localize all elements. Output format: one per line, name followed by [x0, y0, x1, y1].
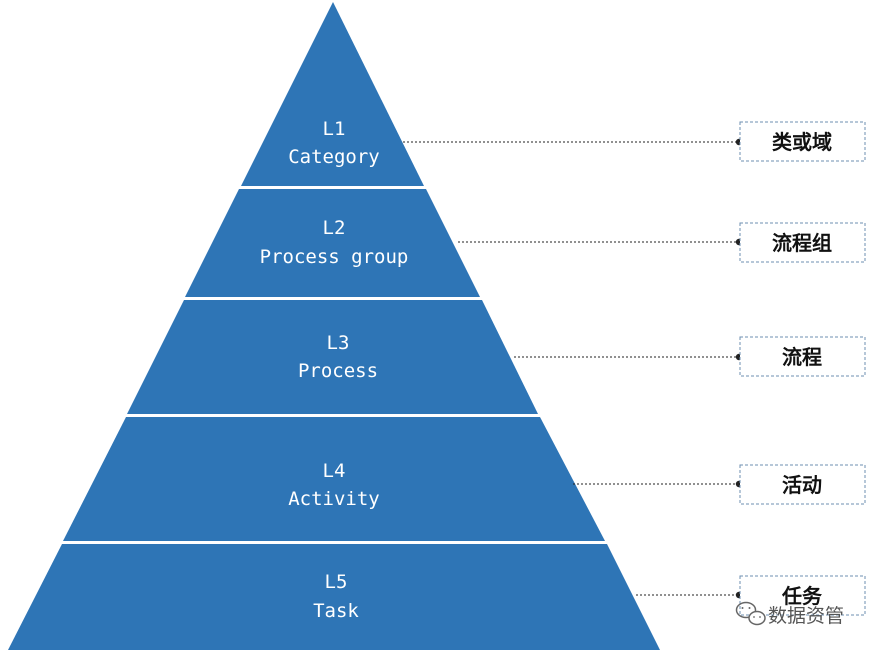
level-name-l1: Category [288, 146, 380, 168]
cn-label-box-l3 [739, 336, 866, 377]
level-code-l3: L3 [327, 332, 350, 354]
cn-label-l1: 类或域 [772, 130, 832, 154]
level-name-l5: Task [313, 600, 359, 622]
cn-label-box-l2 [739, 222, 866, 263]
watermark-text: 数据资管 [768, 605, 844, 627]
pyramid-band-l2 [185, 189, 480, 297]
level-code-l1: L1 [323, 118, 346, 140]
level-name-l2: Process group [260, 246, 409, 268]
cn-label-box-l4 [739, 464, 866, 505]
pyramid-band-l1 [241, 2, 424, 186]
cn-label-l2: 流程组 [772, 231, 832, 255]
level-labels: L1 Category L2 Process group L3 Process … [260, 118, 409, 622]
wechat-chat-bubbles-icon [735, 601, 766, 626]
level-code-l5: L5 [325, 571, 348, 593]
watermark: 数据资管 [735, 601, 844, 627]
level-name-l3: Process [298, 360, 378, 382]
pyramid [8, 2, 660, 650]
pyramid-band-l3 [127, 300, 538, 414]
cn-label-box-l1 [739, 121, 866, 162]
level-code-l4: L4 [323, 460, 346, 482]
cn-label-boxes: 类或域 流程组 流程 活动 任务 [739, 121, 866, 616]
pyramid-band-l4 [63, 417, 605, 541]
cn-label-l3: 流程 [782, 345, 822, 369]
pyramid-band-l5 [8, 544, 660, 650]
connectors [403, 138, 743, 599]
cn-label-box-l5 [739, 575, 866, 616]
level-code-l2: L2 [323, 217, 346, 239]
cn-label-l5: 任务 [781, 584, 823, 608]
cn-label-l4: 活动 [782, 473, 822, 497]
level-name-l4: Activity [288, 488, 380, 510]
